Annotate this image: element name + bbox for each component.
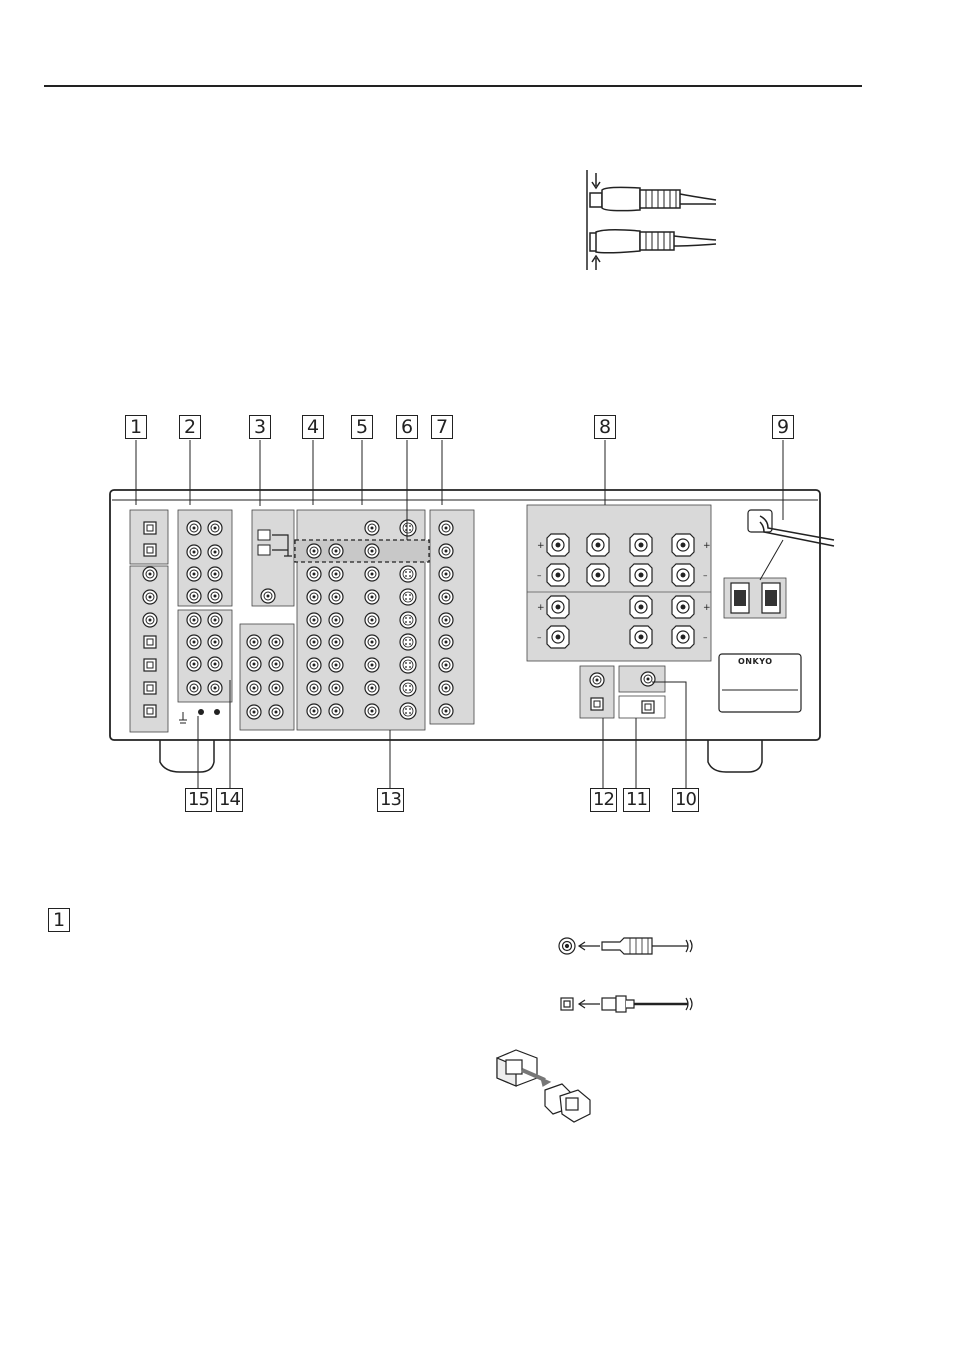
section-callout-1: 1 <box>48 908 70 932</box>
callout-15: 15 <box>185 788 212 812</box>
callout-14: 14 <box>216 788 243 812</box>
svg-text:–: – <box>537 571 542 581</box>
callout-9: 9 <box>772 415 794 439</box>
svg-text:–: – <box>703 571 708 581</box>
svg-text:+: + <box>537 541 545 551</box>
svg-text:+: + <box>537 603 545 613</box>
callout-10: 10 <box>672 788 699 812</box>
callout-12: 12 <box>590 788 617 812</box>
callout-7: 7 <box>431 415 453 439</box>
svg-text:–: – <box>537 633 542 643</box>
brand-logo: ONKYO <box>738 657 773 666</box>
callout-3: 3 <box>249 415 271 439</box>
callout-5: 5 <box>351 415 373 439</box>
callout-13: 13 <box>377 788 404 812</box>
callout-2: 2 <box>179 415 201 439</box>
callout-11: 11 <box>623 788 650 812</box>
svg-text:–: – <box>703 633 708 643</box>
callout-8: 8 <box>594 415 616 439</box>
callout-1: 1 <box>125 415 147 439</box>
svg-text:+: + <box>703 541 711 551</box>
callout-4: 4 <box>302 415 324 439</box>
svg-text:+: + <box>703 603 711 613</box>
callout-6: 6 <box>396 415 418 439</box>
